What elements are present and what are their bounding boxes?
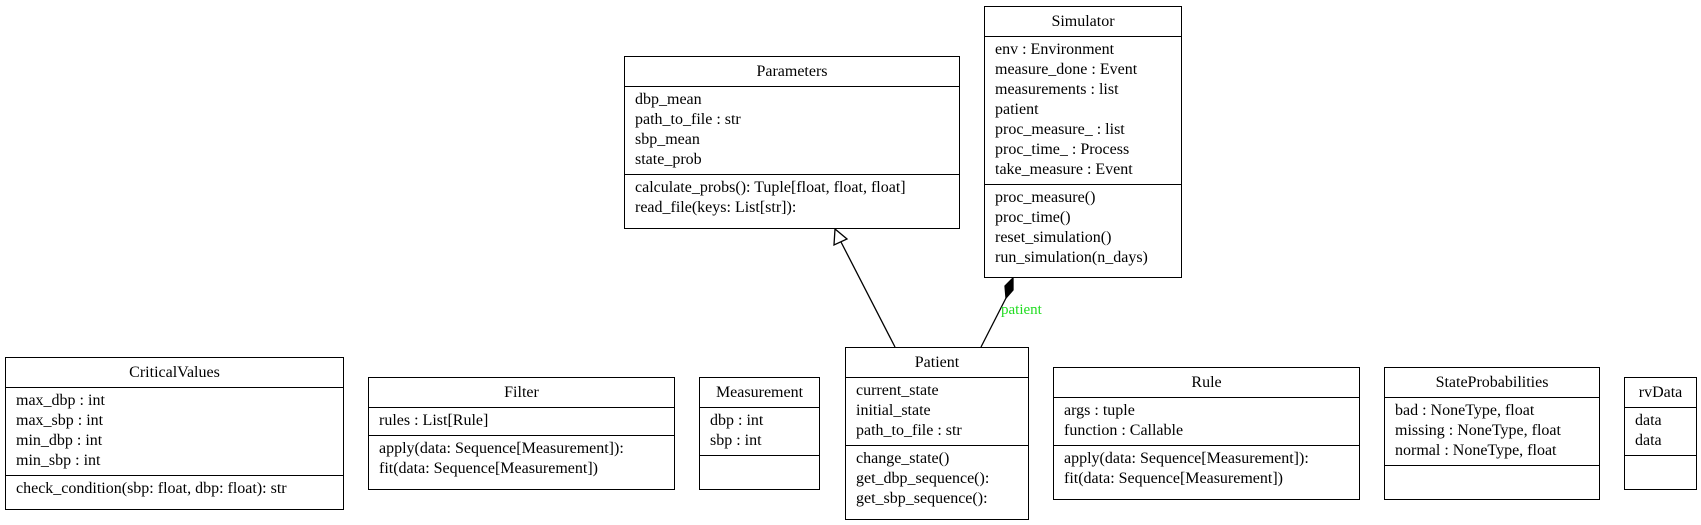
inheritance-arrowhead — [833, 227, 849, 247]
attribute: dbp_mean — [635, 91, 702, 108]
methods-section: proc_measure() proc_time() reset_simulat… — [985, 185, 1181, 277]
method: fit(data: Sequence[Measurement]) — [1064, 470, 1284, 487]
composition-label: patient — [1001, 302, 1042, 318]
attribute: data — [1635, 432, 1662, 449]
attribute: sbp_mean — [635, 131, 700, 148]
methods-section — [1385, 466, 1599, 499]
attributes-section: args : tuple function : Callable — [1054, 398, 1359, 446]
class-filter[interactable]: Filter rules : List[Rule] apply(data: Se… — [368, 377, 675, 490]
attribute: missing : NoneType, float — [1395, 422, 1561, 439]
method: get_sbp_sequence(): — [856, 490, 988, 507]
class-name: rvData — [1625, 378, 1696, 408]
attribute: proc_time_ : Process — [995, 141, 1130, 158]
attributes-section: current_state initial_state path_to_file… — [846, 378, 1028, 446]
attribute: function : Callable — [1064, 422, 1184, 439]
attribute: path_to_file : str — [856, 422, 962, 439]
class-rule[interactable]: Rule args : tuple function : Callable ap… — [1053, 367, 1360, 500]
methods-section: change_state() get_dbp_sequence(): get_s… — [846, 446, 1028, 519]
methods-section: apply(data: Sequence[Measurement]): fit(… — [1054, 446, 1359, 499]
attributes-section: max_dbp : int max_sbp : int min_dbp : in… — [6, 388, 343, 476]
attribute: max_dbp : int — [16, 392, 105, 409]
attribute: rules : List[Rule] — [379, 412, 489, 429]
methods-section: check_condition(sbp: float, dbp: float):… — [6, 476, 343, 509]
class-simulator[interactable]: Simulator env : Environment measure_done… — [984, 6, 1182, 278]
class-name: CriticalValues — [6, 358, 343, 388]
attributes-section: rules : List[Rule] — [369, 408, 674, 436]
attribute: max_sbp : int — [16, 412, 104, 429]
class-measurement[interactable]: Measurement dbp : int sbp : int — [699, 377, 820, 490]
attribute: min_dbp : int — [16, 432, 103, 449]
attribute: min_sbp : int — [16, 452, 101, 469]
attribute: data — [1635, 412, 1662, 429]
method: proc_measure() — [995, 189, 1096, 206]
attribute: patient — [995, 101, 1039, 118]
methods-section — [700, 456, 819, 489]
attribute: path_to_file : str — [635, 111, 741, 128]
class-criticalvalues[interactable]: CriticalValues max_dbp : int max_sbp : i… — [5, 357, 344, 510]
attribute: take_measure : Event — [995, 161, 1133, 178]
methods-section — [1625, 456, 1696, 489]
attribute: args : tuple — [1064, 402, 1135, 419]
class-name: Filter — [369, 378, 674, 408]
method: fit(data: Sequence[Measurement]) — [379, 460, 599, 477]
composition-diamond — [1004, 276, 1014, 300]
method: run_simulation(n_days) — [995, 249, 1148, 266]
attribute: sbp : int — [710, 432, 762, 449]
attribute: bad : NoneType, float — [1395, 402, 1535, 419]
attribute: normal : NoneType, float — [1395, 442, 1557, 459]
attributes-section: env : Environment measure_done : Event m… — [985, 37, 1181, 185]
attributes-section: bad : NoneType, float missing : NoneType… — [1385, 398, 1599, 466]
method: read_file(keys: List[str]): — [635, 199, 797, 216]
method: change_state() — [856, 450, 950, 467]
method: reset_simulation() — [995, 229, 1112, 246]
method: apply(data: Sequence[Measurement]): — [379, 440, 624, 457]
class-parameters[interactable]: Parameters dbp_mean path_to_file : str s… — [624, 56, 960, 229]
attributes-section: data data — [1625, 408, 1696, 456]
attributes-section: dbp_mean path_to_file : str sbp_mean sta… — [625, 87, 959, 175]
attribute: measure_done : Event — [995, 61, 1138, 78]
method: calculate_probs(): Tuple[float, float, f… — [635, 179, 906, 196]
class-name: StateProbabilities — [1385, 368, 1599, 398]
attribute: initial_state — [856, 402, 931, 419]
class-name: Parameters — [625, 57, 959, 87]
methods-section: calculate_probs(): Tuple[float, float, f… — [625, 175, 959, 228]
class-name: Measurement — [700, 378, 819, 408]
class-stateprobabilities[interactable]: StateProbabilities bad : NoneType, float… — [1384, 367, 1600, 500]
class-name: Patient — [846, 348, 1028, 378]
inheritance-edge — [840, 241, 896, 348]
attribute: state_prob — [635, 151, 702, 168]
attribute: current_state — [856, 382, 939, 399]
attribute: dbp : int — [710, 412, 764, 429]
class-patient[interactable]: Patient current_state initial_state path… — [845, 347, 1029, 520]
method: check_condition(sbp: float, dbp: float):… — [16, 480, 287, 497]
attribute: env : Environment — [995, 41, 1115, 58]
class-name: Rule — [1054, 368, 1359, 398]
method: proc_time() — [995, 209, 1071, 226]
composition-edge — [980, 297, 1007, 348]
class-rvdata[interactable]: rvData data data — [1624, 377, 1697, 490]
attribute: proc_measure_ : list — [995, 121, 1125, 138]
method: get_dbp_sequence(): — [856, 470, 990, 487]
attributes-section: dbp : int sbp : int — [700, 408, 819, 456]
methods-section: apply(data: Sequence[Measurement]): fit(… — [369, 436, 674, 489]
class-name: Simulator — [985, 7, 1181, 37]
method: apply(data: Sequence[Measurement]): — [1064, 450, 1309, 467]
attribute: measurements : list — [995, 81, 1119, 98]
